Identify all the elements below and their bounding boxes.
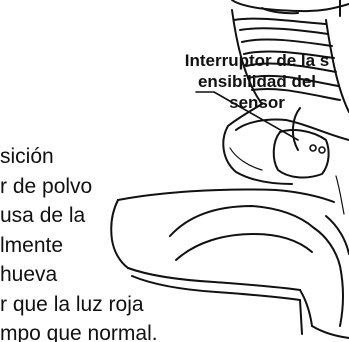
wheel-housing-inner [325,215,349,255]
hose-rib [239,27,329,35]
motor-housing [222,103,293,185]
body-line: r de polvo [0,174,93,198]
hose-rib [233,17,327,25]
nozzle-front [127,267,301,291]
hose-rib [243,50,335,59]
sensor-panel [272,129,330,179]
nozzle-inner-arc [175,233,313,261]
body-line: sición [0,145,54,168]
callout-line: Interruptor de la s [184,51,330,70]
nozzle-edge [299,299,303,335]
hose-rib [245,62,337,73]
hose-outline-left [231,9,263,105]
sensor-sensitivity-switch-label: Interruptor de la s ensibilidad del sens… [168,50,346,113]
sensor-indicator [309,144,317,152]
hose-rib [247,74,339,87]
body-line: r que la luz roja [0,292,144,316]
callout-leader-line [195,91,299,141]
callout-line: ensibilidad del [197,72,317,91]
nozzle-top [117,188,335,203]
nozzle-front-lip [131,275,301,301]
wheel-base [311,325,349,339]
hose-rib [251,87,341,101]
dust-cup-edge [231,0,349,13]
dust-cup-line [261,7,299,15]
wheel-housing [313,227,344,327]
shading [335,175,345,215]
nozzle-inner-arc [169,205,315,237]
body-line: usa de la [0,204,86,227]
hose-outline-right [325,19,349,113]
sensor-indicator [318,146,326,154]
instruction-paragraph: sición r de polvo usa de la lmente hueva… [0,142,349,342]
motor-housing-bulge [235,118,349,141]
nozzle-edge [299,289,313,327]
body-line: lmente [0,233,64,257]
motor-housing-inner [292,107,301,151]
body-line: mpo que normal. [0,322,158,342]
body-line: hueva [0,263,58,286]
callout-line: sensor [229,93,285,112]
shading [229,147,263,171]
hose-rib [241,38,333,47]
nozzle-left [110,199,129,269]
